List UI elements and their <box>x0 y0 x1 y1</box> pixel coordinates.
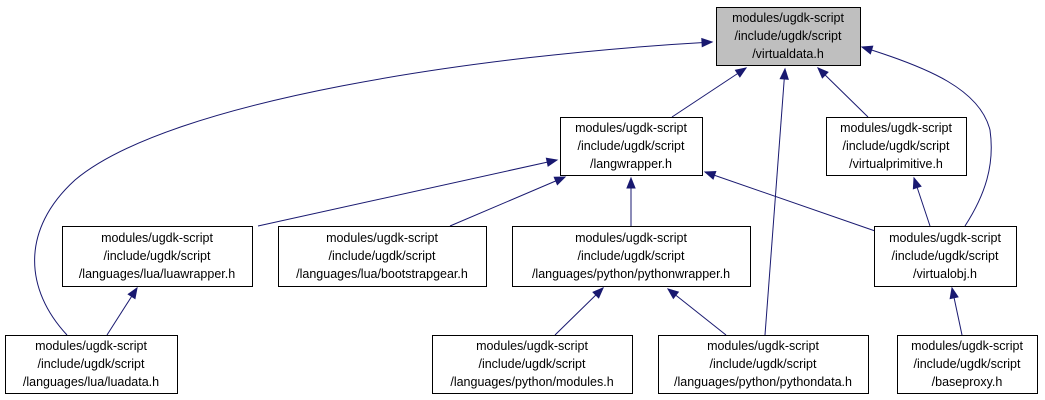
arrowhead-icon <box>545 157 559 167</box>
node-bootstrapgear[interactable]: modules/ugdk-script/include/ugdk/script /… <box>278 226 487 287</box>
node-label-line: /include/ugdk/script <box>577 249 685 263</box>
node-virtualprimitive[interactable]: modules/ugdk-script/include/ugdk/script /… <box>826 117 967 176</box>
node-box <box>512 226 751 287</box>
edge-modules-to-pythonwrapper <box>554 287 604 336</box>
arrowhead-icon <box>949 286 959 300</box>
edge-line <box>257 159 558 227</box>
node-label-line: /include/ugdk/script <box>842 139 950 153</box>
edge-virtualprimitive-to-virtualdata <box>817 67 869 118</box>
node-label-line: modules/ugdk-script <box>889 231 1001 245</box>
node-label-line: /langwrapper.h <box>590 157 672 171</box>
node-label-line: /include/ugdk/script <box>478 357 586 371</box>
node-label-line: modules/ugdk-script <box>911 339 1023 353</box>
arrowhead-icon <box>779 67 789 80</box>
arrowhead-icon <box>553 176 567 186</box>
node-label-line: /include/ugdk/script <box>103 249 211 263</box>
node-label-line: /include/ugdk/script <box>37 357 145 371</box>
edge-luadata-to-luawrapper <box>106 286 138 336</box>
arrowhead-icon <box>817 67 829 79</box>
node-box <box>432 335 633 394</box>
node-label-line: modules/ugdk-script <box>732 11 844 25</box>
node-label-line: /include/ugdk/script <box>709 357 817 371</box>
edge-line <box>764 68 786 336</box>
arrowhead-icon <box>703 170 717 180</box>
node-label-line: /baseproxy.h <box>932 375 1003 389</box>
node-box <box>62 226 253 287</box>
node-box <box>826 117 967 176</box>
node-label-line: modules/ugdk-script <box>476 339 588 353</box>
edge-luadata-to-virtualdata <box>34 37 714 336</box>
arrowhead-icon <box>127 286 138 300</box>
edge-pythondata-to-pythonwrapper <box>666 288 727 336</box>
node-box <box>560 117 703 176</box>
edge-langwrapper-to-virtualdata <box>671 67 748 118</box>
edge-line <box>667 288 727 336</box>
edge-virtualobj-to-langwrapper <box>703 170 879 233</box>
node-label-line: modules/ugdk-script <box>326 231 438 245</box>
node-label-line: /include/ugdk/script <box>577 139 685 153</box>
edge-line <box>817 67 869 118</box>
node-label-line: /include/ugdk/script <box>328 249 436 263</box>
arrowhead-icon <box>626 176 636 189</box>
node-label-line: /languages/lua/luawrapper.h <box>79 267 235 281</box>
node-label-line: modules/ugdk-script <box>101 231 213 245</box>
node-virtualobj[interactable]: modules/ugdk-script/include/ugdk/script /… <box>874 226 1017 287</box>
node-label-line: /virtualprimitive.h <box>849 157 943 171</box>
node-pythondata[interactable]: modules/ugdk-script/include/ugdk/script /… <box>658 335 869 394</box>
node-baseproxy[interactable]: modules/ugdk-script/include/ugdk/script /… <box>897 335 1038 394</box>
node-label-line: modules/ugdk-script <box>35 339 147 353</box>
node-label-line: modules/ugdk-script <box>575 121 687 135</box>
edge-luawrapper-to-langwrapper <box>257 157 559 227</box>
node-label-line: /virtualdata.h <box>752 47 824 61</box>
arrowhead-icon <box>734 67 748 78</box>
edge-line <box>671 67 747 118</box>
node-label-line: /languages/lua/bootstrapgear.h <box>296 267 468 281</box>
node-label-line: /languages/python/pythondata.h <box>674 375 852 389</box>
node-langwrapper[interactable]: modules/ugdk-script/include/ugdk/script /… <box>560 117 703 176</box>
edges-layer <box>34 37 992 336</box>
node-pythonwrapper[interactable]: modules/ugdk-script/include/ugdk/script /… <box>512 226 751 287</box>
node-box <box>5 335 178 394</box>
node-box <box>278 226 487 287</box>
edge-line <box>554 287 604 336</box>
node-label-line: /virtualobj.h <box>913 267 977 281</box>
node-box <box>874 226 1017 287</box>
node-label-line: /include/ugdk/script <box>891 249 999 263</box>
edge-virtualobj-to-virtualdata <box>860 45 992 227</box>
node-virtualdata[interactable]: modules/ugdk-script/include/ugdk/script /… <box>716 7 861 66</box>
edge-line <box>704 171 879 233</box>
node-luadata[interactable]: modules/ugdk-script/include/ugdk/script /… <box>5 335 178 394</box>
edge-pythonwrapper-to-langwrapper <box>626 176 636 226</box>
node-box <box>716 7 861 66</box>
node-modules[interactable]: modules/ugdk-script/include/ugdk/script /… <box>432 335 633 394</box>
node-luawrapper[interactable]: modules/ugdk-script/include/ugdk/script /… <box>62 226 253 287</box>
nodes-layer: modules/ugdk-script/include/ugdk/script /… <box>5 7 1038 394</box>
node-label-line: modules/ugdk-script <box>575 231 687 245</box>
edge-virtualobj-to-virtualprimitive <box>912 176 931 227</box>
arrowhead-icon <box>666 288 680 300</box>
node-label-line: /include/ugdk/script <box>734 29 842 43</box>
edge-line <box>34 41 713 336</box>
node-box <box>897 335 1038 394</box>
edge-bootstrapgear-to-langwrapper <box>449 176 567 227</box>
arrowhead-icon <box>860 45 874 55</box>
edge-baseproxy-to-virtualobj <box>949 286 963 336</box>
node-label-line: /languages/lua/luadata.h <box>23 375 159 389</box>
node-label-line: modules/ugdk-script <box>707 339 819 353</box>
arrowhead-icon <box>701 37 714 48</box>
arrowhead-icon <box>592 287 604 299</box>
node-label-line: /languages/python/pythonwrapper.h <box>532 267 730 281</box>
edge-pythondata-to-virtualdata <box>764 67 789 336</box>
node-box <box>658 335 869 394</box>
arrowhead-icon <box>912 176 922 190</box>
node-label-line: modules/ugdk-script <box>840 121 952 135</box>
edge-line <box>861 46 992 227</box>
node-label-line: /include/ugdk/script <box>913 357 1021 371</box>
node-label-line: /languages/python/modules.h <box>450 375 613 389</box>
edge-line <box>449 176 566 227</box>
